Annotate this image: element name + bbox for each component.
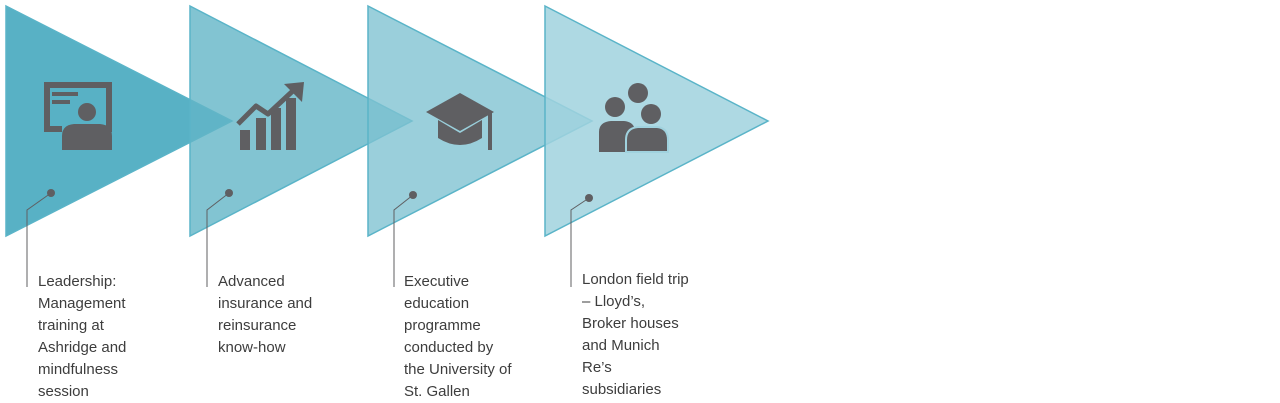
caption-line: Management xyxy=(38,295,126,312)
caption-line: the University of xyxy=(404,361,512,378)
stage-2-arrow xyxy=(189,4,414,238)
caption-line: programme xyxy=(404,317,481,334)
stage-3-caption: Executive education programme conducted … xyxy=(404,271,512,403)
caption-line: Leadership: xyxy=(38,273,117,290)
stage-1-caption: Leadership: Management training at Ashri… xyxy=(38,271,126,403)
stage-3-arrow xyxy=(367,4,594,238)
caption-line: Broker houses xyxy=(582,315,679,332)
caption-line: mindfulness xyxy=(38,361,119,378)
team-icon xyxy=(599,83,669,153)
caption-line: Ashridge and xyxy=(38,339,127,356)
stage-2-leader xyxy=(206,189,233,287)
stage-4-leader xyxy=(570,194,593,287)
caption-line: subsidiaries xyxy=(582,381,662,398)
caption-line: and Munich xyxy=(582,337,660,354)
stage-4-caption: London field trip – Lloyd’s, Broker hous… xyxy=(582,269,689,401)
presentation-icon xyxy=(44,82,112,150)
caption-line: know-how xyxy=(218,339,286,356)
stage-2-caption: Advanced insurance and reinsurance know-… xyxy=(218,271,312,359)
stage-1-arrow xyxy=(5,4,234,238)
caption-line: insurance and xyxy=(218,295,313,312)
stage-3-leader xyxy=(393,191,417,287)
caption-line: St. Gallen xyxy=(404,383,470,400)
graduation-cap-icon xyxy=(426,93,494,150)
caption-line: – Lloyd’s, xyxy=(582,293,646,310)
caption-line: education xyxy=(404,295,470,312)
caption-line: training at xyxy=(38,317,104,334)
caption-line: reinsurance xyxy=(218,317,297,334)
growth-chart-icon xyxy=(236,82,304,150)
caption-line: Advanced xyxy=(218,273,285,290)
caption-line: London field trip xyxy=(582,271,689,288)
stage-1-leader xyxy=(26,189,55,287)
caption-line: Executive xyxy=(404,273,470,290)
caption-line: conducted by xyxy=(404,339,494,356)
caption-line: session xyxy=(38,383,89,400)
caption-line: Re’s xyxy=(582,359,612,376)
